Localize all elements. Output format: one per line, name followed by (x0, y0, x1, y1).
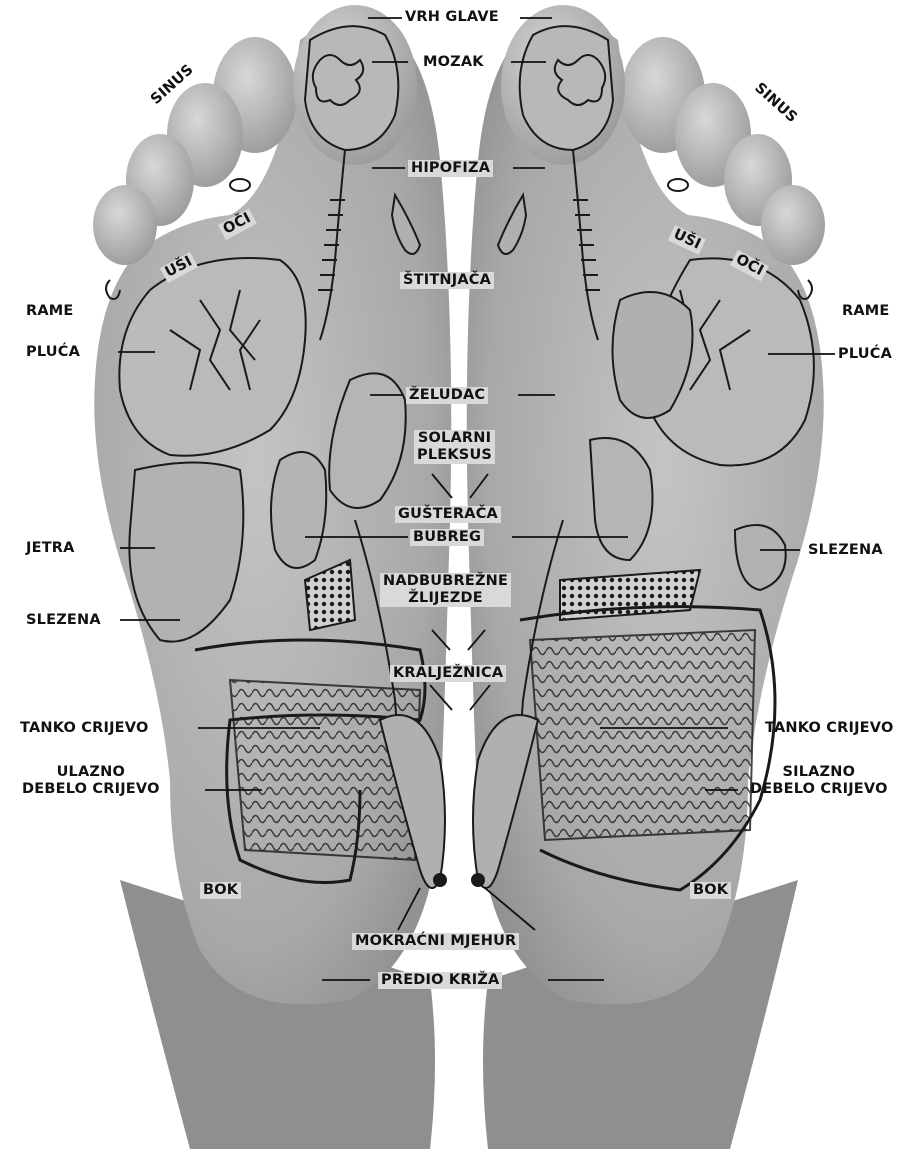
label-pluca-right: PLUĆA (838, 346, 892, 363)
label-vrh-glave: VRH GLAVE (405, 9, 499, 26)
label-bok-right: BOK (690, 882, 731, 899)
label-slezena-right: SLEZENA (808, 542, 883, 559)
label-hipofiza: HIPOFIZA (408, 160, 493, 177)
label-zlijezde: ŽLIJEZDE (383, 590, 508, 607)
label-ulazno-debelo-crijevo: ULAZNO DEBELO CRIJEVO (22, 764, 160, 798)
label-jetra: JETRA (26, 540, 75, 557)
label-predio-kriza: PREDIO KRIŽA (378, 972, 502, 989)
label-kraljeznica: KRALJEŽNICA (390, 665, 506, 682)
label-nadbubrezne-zlijezde: NADBUBREŽNE ŽLIJEZDE (380, 573, 511, 607)
label-stitnjaca: ŠTITNJAČA (400, 272, 494, 289)
label-silazno-debelo-crijevo: SILAZNO DEBELO CRIJEVO (750, 764, 888, 798)
label-silazno: SILAZNO (750, 764, 888, 781)
label-debelo-crijevo-right: DEBELO CRIJEVO (750, 781, 888, 798)
label-debelo-crijevo-left: DEBELO CRIJEVO (22, 781, 160, 798)
label-nadbubrezne: NADBUBREŽNE (383, 573, 508, 590)
label-solarni-pleksus: SOLARNI PLEKSUS (414, 430, 495, 464)
label-bubreg: BUBREG (410, 529, 484, 546)
label-rame-right: RAME (842, 303, 890, 320)
label-tanko-crijevo-left: TANKO CRIJEVO (20, 720, 148, 737)
label-bok-left: BOK (200, 882, 241, 899)
label-mokracni-mjehur: MOKRAĆNI MJEHUR (352, 933, 519, 950)
label-pluca-left: PLUĆA (26, 344, 80, 361)
label-pleksus: PLEKSUS (417, 447, 492, 464)
label-zeludac: ŽELUDAC (406, 387, 488, 404)
label-solarni: SOLARNI (417, 430, 492, 447)
label-slezena-left: SLEZENA (26, 612, 101, 629)
label-ulazno: ULAZNO (22, 764, 160, 781)
label-rame-left: RAME (26, 303, 74, 320)
label-mozak: MOZAK (423, 54, 484, 71)
label-gusteraca: GUŠTERAČA (395, 506, 501, 523)
label-tanko-crijevo-right: TANKO CRIJEVO (765, 720, 893, 737)
